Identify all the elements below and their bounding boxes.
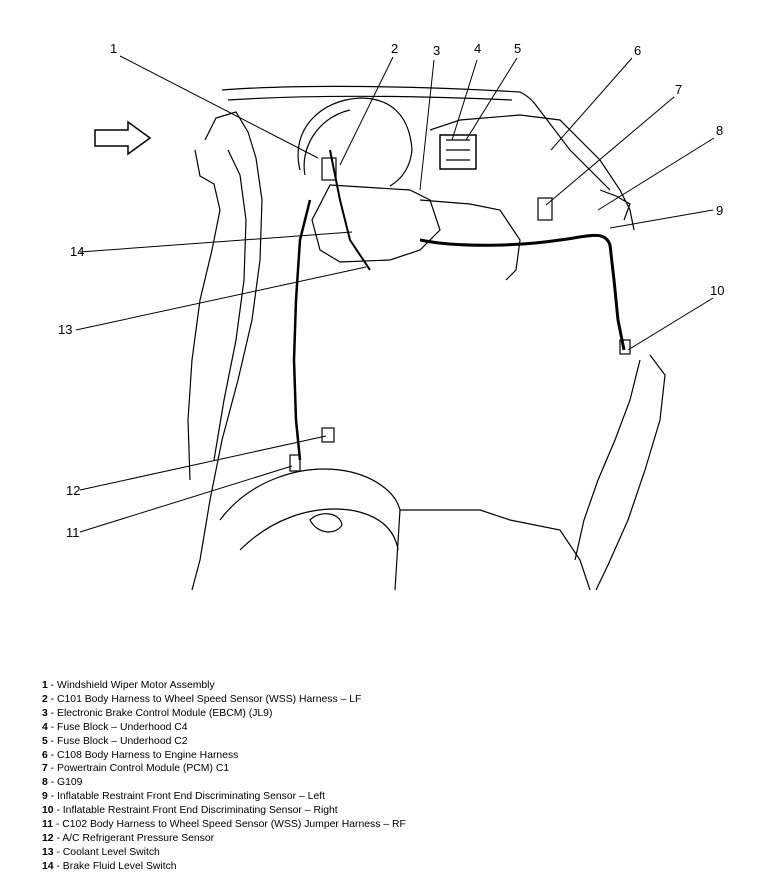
legend-number: 3 [42, 707, 48, 719]
legend-text: A/C Refrigerant Pressure Sensor [62, 832, 215, 844]
legend-number: 9 [42, 791, 48, 803]
legend-text: Electronic Brake Control Module (EBCM) (… [57, 707, 273, 719]
legend-item: 4 - Fuse Block – Underhood C4 [42, 721, 188, 733]
legend-text: Inflatable Restraint Front End Discrimin… [57, 791, 325, 803]
callout-12: 12 [66, 483, 80, 498]
callout-11: 11 [66, 525, 80, 540]
legend-item: 10 - Inflatable Restraint Front End Disc… [42, 805, 338, 817]
callout-3: 3 [433, 43, 440, 58]
callout-6: 6 [634, 43, 641, 58]
legend-item: 11 - C102 Body Harness to Wheel Speed Se… [42, 819, 406, 831]
legend-number: 10 [42, 805, 54, 817]
callout-2: 2 [391, 41, 398, 56]
legend-number: 5 [42, 735, 48, 747]
legend-number: 13 [42, 846, 54, 858]
legend-text: C101 Body Harness to Wheel Speed Sensor … [57, 693, 362, 705]
legend-text: Brake Fluid Level Switch [62, 860, 177, 872]
legend-number: 6 [42, 749, 48, 761]
legend-item: 14 - Brake Fluid Level Switch [42, 860, 177, 872]
callout-14: 14 [70, 244, 84, 259]
vehicle-body-lines [187, 85, 666, 591]
legend-item: 5 - Fuse Block – Underhood C2 [42, 735, 188, 747]
legend-number: 12 [42, 832, 54, 844]
component-legend: 1 - Windshield Wiper Motor Assembly 2 - … [42, 679, 742, 874]
legend-text: C108 Body Harness to Engine Harness [57, 749, 239, 761]
legend-item: 1 - Windshield Wiper Motor Assembly [42, 680, 215, 691]
legend-number: 8 [42, 777, 48, 789]
legend-number: 1 [42, 680, 48, 691]
legend-text: Coolant Level Switch [62, 846, 160, 858]
callout-8: 8 [716, 123, 723, 138]
legend-text: Fuse Block – Underhood C2 [57, 735, 188, 747]
callout-13: 13 [58, 322, 72, 337]
leader-lines [75, 55, 715, 533]
legend-number: 4 [42, 721, 48, 733]
legend-text: Windshield Wiper Motor Assembly [57, 680, 215, 691]
callout-1: 1 [110, 41, 117, 56]
legend-text: Powertrain Control Module (PCM) C1 [57, 763, 230, 775]
legend-item: 13 - Coolant Level Switch [42, 846, 160, 858]
legend-text: G109 [57, 777, 83, 789]
callout-4: 4 [474, 41, 481, 56]
callout-7: 7 [675, 82, 682, 97]
direction-arrow-icon [94, 120, 152, 156]
legend-number: 14 [42, 860, 54, 872]
legend-item: 2 - C101 Body Harness to Wheel Speed Sen… [42, 693, 362, 705]
legend-item: 8 - G109 [42, 777, 83, 789]
legend-text: Inflatable Restraint Front End Discrimin… [62, 805, 338, 817]
engine-compartment-diagram: 1 2 3 4 5 6 7 8 9 10 11 12 13 14 [58, 41, 724, 591]
callout-10: 10 [710, 283, 724, 298]
callout-5: 5 [514, 41, 521, 56]
legend-number: 2 [42, 693, 48, 705]
legend-text: C102 Body Harness to Wheel Speed Sensor … [62, 819, 406, 831]
legend-item: 9 - Inflatable Restraint Front End Discr… [42, 791, 325, 803]
legend-item: 3 - Electronic Brake Control Module (EBC… [42, 707, 273, 719]
legend-item: 6 - C108 Body Harness to Engine Harness [42, 749, 239, 761]
legend-item: 7 - Powertrain Control Module (PCM) C1 [42, 763, 230, 775]
callout-9: 9 [716, 203, 723, 218]
legend-number: 7 [42, 763, 48, 775]
legend-item: 12 - A/C Refrigerant Pressure Sensor [42, 832, 215, 844]
legend-text: Fuse Block – Underhood C4 [57, 721, 188, 733]
callout-labels: 1 2 3 4 5 6 7 8 9 10 11 12 13 14 [58, 41, 724, 540]
legend-number: 11 [42, 819, 53, 831]
